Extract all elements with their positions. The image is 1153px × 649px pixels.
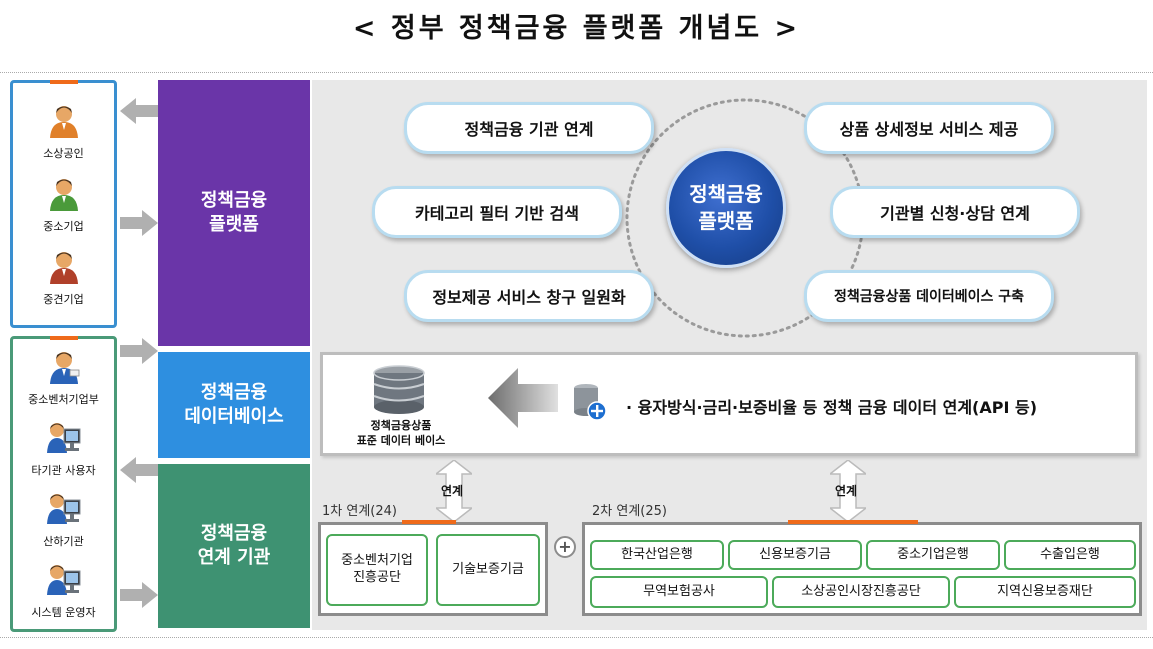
user-type-label: 중소기업 — [43, 220, 84, 233]
platform-center-line2: 플랫폼 — [698, 209, 754, 233]
tier2-item-label: 한국산업은행 — [621, 546, 693, 562]
page-title: < 정부 정책금융 플랫폼 개념도 > — [352, 13, 801, 44]
database-panel — [320, 352, 1138, 456]
feature-product-detail: 상품 상세정보 서비스 제공 — [804, 102, 1054, 154]
feature-category-search: 카테고리 필터 기반 검색 — [372, 186, 622, 238]
db-label-line2: 표준 데이터 베이스 — [356, 434, 446, 448]
user-type-label: 소상공인 — [43, 147, 84, 160]
tier1-tab — [402, 520, 456, 524]
tier2-item: 지역신용보증재단 — [954, 576, 1136, 608]
tier2-item-label: 중소기업은행 — [897, 546, 969, 562]
tier2-tab — [788, 520, 918, 524]
db-description: · 융자방식·금리·보증비율 등 정책 금융 데이터 연계(API 등) — [626, 398, 1038, 417]
tier2-item-label: 소상공인시장진흥공단 — [801, 583, 921, 599]
db-add-icon — [574, 384, 607, 421]
tier2-item-label: 수출입은행 — [1040, 546, 1100, 562]
arrow-left-large-icon — [488, 368, 558, 428]
tier2-item: 한국산업은행 — [590, 540, 724, 570]
tier2-item: 무역보험공사 — [590, 576, 768, 608]
agencies-block-line2: 연계 기관 — [197, 547, 271, 568]
tier1-item: 기술보증기금 — [436, 534, 540, 606]
tier2-item-label: 무역보험공사 — [643, 583, 715, 599]
tier2-item-label: 신용보증기금 — [759, 546, 831, 562]
panel-tab — [50, 80, 78, 84]
arrow-left-icon — [120, 457, 158, 483]
tier2-item: 신용보증기금 — [728, 540, 862, 570]
tier1-item-label: 중소벤처기업 진흥공단 — [341, 553, 413, 585]
platform-block-line2: 플랫폼 — [209, 214, 259, 235]
arrow-right-icon — [120, 338, 158, 364]
user-type-label: 시스템 운영자 — [31, 606, 96, 619]
computer-user-icon — [46, 563, 82, 601]
database-icon — [373, 365, 425, 414]
tier1-item: 중소벤처기업 진흥공단 — [326, 534, 428, 606]
arrow-right-icon — [120, 210, 158, 236]
tier2-label: 2차 연계(25) — [592, 504, 667, 519]
arrow-left-icon — [120, 98, 158, 124]
user-type: 시스템 운영자 — [10, 563, 117, 620]
user-type: 중견기업 — [10, 250, 117, 307]
database-block-line2: 데이터베이스 — [184, 406, 284, 427]
feature-single-window: 정보제공 서비스 창구 일원화 — [404, 270, 654, 322]
tier1-label: 1차 연계(24) — [322, 504, 397, 519]
person-orange-icon — [48, 104, 80, 142]
db-label: 정책금융상품 표준 데이터 베이스 — [326, 418, 476, 449]
computer-user-icon — [46, 421, 82, 459]
tier2-item: 소상공인시장진흥공단 — [772, 576, 950, 608]
user-type-label: 산하기관 — [43, 535, 84, 548]
computer-user-icon — [46, 492, 82, 530]
bottom-divider — [0, 637, 1153, 638]
tier2-item: 수출입은행 — [1004, 540, 1136, 570]
platform-center-line1: 정책금융 — [689, 182, 763, 206]
link-arrow-right-icon — [830, 460, 866, 522]
database-block-line1: 정책금융 — [200, 381, 268, 403]
link-arrow-left-icon — [436, 460, 472, 522]
tier1-item-label: 기술보증기금 — [452, 561, 524, 577]
user-type: 타기관 사용자 — [10, 421, 117, 478]
tier2-item-label: 지역신용보증재단 — [997, 583, 1093, 599]
tier2-item: 중소기업은행 — [866, 540, 1000, 570]
panel-tab — [50, 336, 78, 340]
top-divider — [0, 72, 1153, 73]
user-type-label: 타기관 사용자 — [31, 464, 96, 477]
user-type: 소상공인 — [10, 104, 117, 161]
person-green-icon — [48, 177, 80, 215]
user-type-label: 중소벤처기업부 — [28, 393, 99, 406]
db-label-line1: 정책금융상품 — [370, 419, 432, 432]
agencies-block-line1: 정책금융 — [200, 522, 268, 544]
arrow-right-icon — [120, 582, 158, 608]
user-type: 중소기업 — [10, 177, 117, 234]
user-type: 산하기관 — [10, 492, 117, 549]
link-label-left: 연계 — [441, 484, 464, 498]
plus-icon: + — [554, 536, 576, 558]
feature-database-build: 정책금융상품 데이터베이스 구축 — [804, 270, 1054, 322]
feature-apply-consult: 기관별 신청·상담 연계 — [830, 186, 1080, 238]
presenter-icon — [48, 350, 80, 388]
plus-symbol: + — [558, 537, 572, 556]
feature-agency-link: 정책금융 기관 연계 — [404, 102, 654, 154]
link-label-right: 연계 — [835, 484, 858, 498]
platform-block-line1: 정책금융 — [200, 189, 268, 211]
user-type-label: 중견기업 — [43, 293, 84, 306]
person-red-icon — [48, 250, 80, 288]
user-type: 중소벤처기업부 — [10, 350, 117, 407]
